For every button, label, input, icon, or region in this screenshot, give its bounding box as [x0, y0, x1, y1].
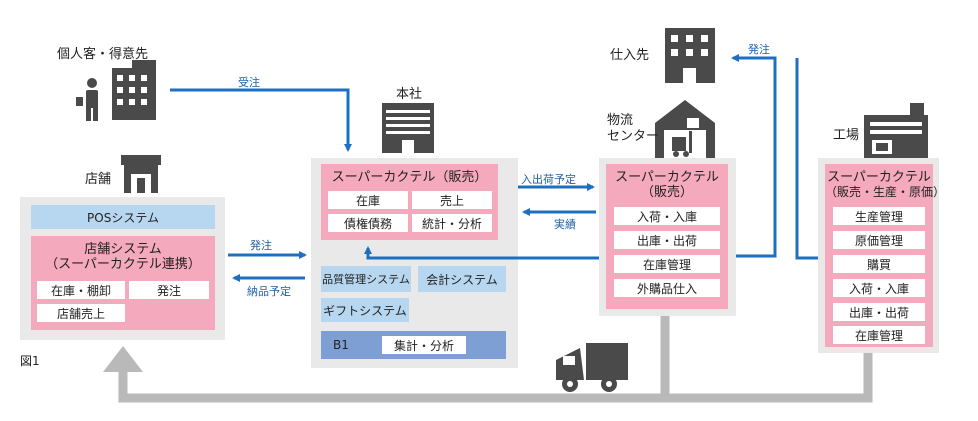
headquarters-building-icon — [382, 103, 434, 153]
gift-system-box: ギフトシステム — [321, 298, 409, 322]
logistics-sales-title: スーパーカクテル （販売） — [615, 170, 719, 200]
logistics-item-inventory: 在庫管理 — [614, 255, 720, 273]
factory-item-costing: 原価管理 — [833, 231, 925, 249]
logistics-label: 物流 センター — [607, 113, 660, 144]
figure-label: 図1 — [20, 354, 40, 368]
label-order-supplier: 発注 — [748, 43, 770, 56]
storefront-icon — [121, 155, 161, 193]
hq-item-inventory: 在庫 — [328, 191, 408, 209]
hq-item-sales: 売上 — [412, 191, 492, 209]
return-route-arrowhead — [103, 346, 143, 372]
factory-icon — [864, 103, 928, 158]
bi-item-aggregate: 集計・分析 — [382, 336, 466, 354]
arrow-factory-to-supplier — [795, 58, 818, 260]
label-delivery-plan: 納品予定 — [247, 285, 291, 298]
supplier-label: 仕入先 — [610, 48, 650, 63]
warehouse-forklift-icon — [655, 100, 715, 158]
logistics-item-receiving: 入荷・入庫 — [614, 207, 720, 225]
factory-item-purchasing: 購買 — [833, 255, 925, 273]
factory-sales-title: スーパーカクテル （販売・生産・原価） — [825, 170, 946, 199]
office-building-icon — [112, 60, 156, 120]
factory-label: 工場 — [833, 128, 860, 143]
person-with-bag-icon — [76, 78, 98, 121]
return-route — [103, 312, 873, 403]
hq-item-receivables: 債権債務 — [328, 214, 408, 232]
store-item-inventory: 在庫・棚卸 — [37, 281, 125, 299]
store-item-sales: 店舗売上 — [37, 304, 125, 322]
label-in-out-plan: 入出荷予定 — [521, 173, 576, 186]
hq-sales-title: スーパーカクテル（販売） — [331, 170, 488, 185]
label-results: 実績 — [554, 218, 576, 231]
factory-item-shipping: 出庫・出荷 — [833, 303, 925, 321]
store-item-order: 発注 — [129, 281, 209, 299]
label-order-receive: 受注 — [238, 76, 260, 89]
logistics-item-shipping: 出庫・出荷 — [614, 231, 720, 249]
store-label: 店舗 — [85, 172, 112, 187]
delivery-truck-icon — [556, 343, 628, 392]
pos-system-box: POSシステム — [31, 205, 215, 229]
accounting-system-box: 会計システム — [418, 266, 506, 292]
quality-system-box: 品質管理システム — [321, 266, 411, 292]
customer-label: 個人客・得意先 — [57, 47, 149, 62]
hq-item-statistics: 統計・分析 — [412, 214, 492, 232]
head-office-label: 本社 — [396, 87, 423, 102]
factory-item-receiving: 入荷・入庫 — [833, 279, 925, 297]
arrow-customer-to-hq — [170, 88, 352, 152]
supplier-building-icon — [665, 28, 715, 83]
factory-item-inventory: 在庫管理 — [833, 326, 925, 344]
store-system-title: 店舗システム （スーパーカクテル連携） — [45, 242, 201, 272]
arrow-logistics-to-hq-sales — [364, 246, 599, 260]
arrow-logistics-to-supplier — [731, 54, 777, 258]
label-order-store: 発注 — [250, 239, 272, 252]
factory-item-production: 生産管理 — [833, 207, 925, 225]
bi-label: B1 — [333, 338, 349, 352]
logistics-item-purchase: 外購品仕入 — [614, 279, 720, 297]
